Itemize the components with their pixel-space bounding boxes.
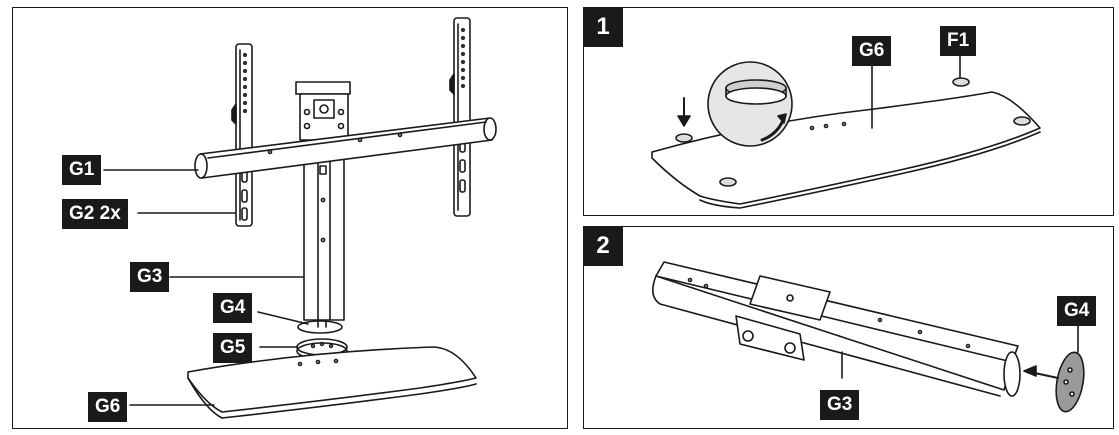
top-bracket (295, 81, 351, 141)
base-plate-step1 (651, 91, 1041, 209)
label-g3-step2: G3 (820, 390, 860, 420)
crossbar (194, 117, 497, 179)
crossbar-step2 (652, 261, 1021, 397)
vesa-arm-right (449, 17, 471, 217)
step-number-1: 1 (583, 7, 623, 47)
magnifier-detail (707, 61, 793, 147)
column (303, 139, 345, 321)
disc-g4 (297, 319, 343, 334)
label-g6-step1: G6 (852, 36, 892, 66)
vesa-arm-left (231, 43, 253, 227)
step-number-2: 2 (583, 226, 623, 266)
label-g1: G1 (62, 155, 102, 185)
disc-g4-step2 (1055, 351, 1085, 413)
label-g4: G4 (213, 293, 253, 323)
label-g5: G5 (213, 333, 253, 363)
label-g6: G6 (88, 392, 128, 422)
base-plate-overview (187, 346, 477, 419)
label-g4-step2: G4 (1057, 296, 1097, 326)
label-g2: G2 2x (62, 199, 128, 229)
label-f1: F1 (940, 26, 977, 56)
label-g3: G3 (130, 262, 170, 292)
step2-panel (583, 226, 1114, 429)
bracket-step2 (735, 275, 831, 361)
